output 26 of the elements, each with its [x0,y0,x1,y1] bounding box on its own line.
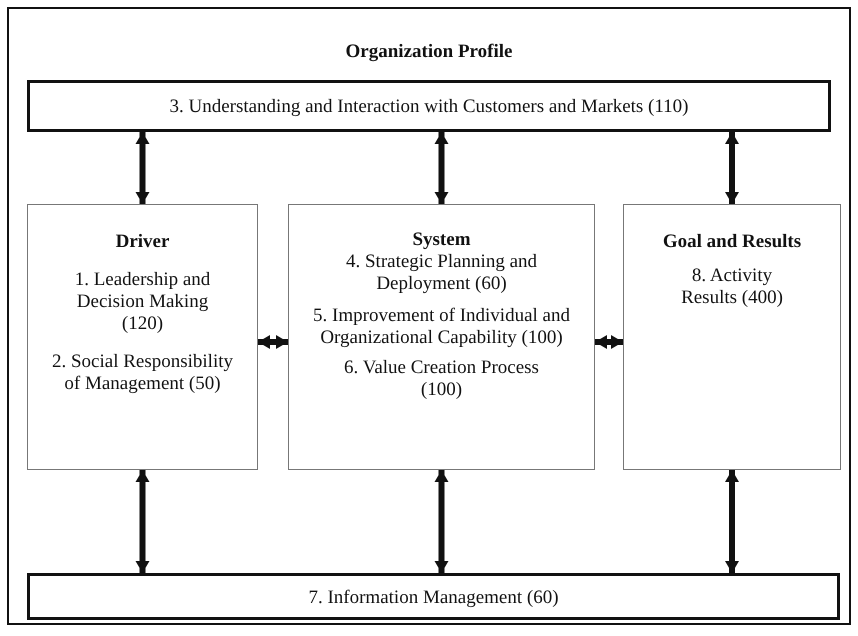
title: Organization Profile [344,41,514,63]
double-arrow [725,132,739,204]
process-box [27,573,840,620]
box-heading: Goal and Results [662,231,802,253]
category-box [623,204,841,470]
box-label: 1. Leadership and Decision Making (120) [74,269,212,335]
double-arrow [725,470,739,573]
frame-box [7,7,851,625]
double-arrow [434,470,448,573]
double-arrow [136,470,150,573]
box-heading: Driver [114,231,170,253]
box-label: 3. Understanding and Interaction with Customers and Markets (110) [168,96,690,118]
double-arrow [595,335,623,349]
box-label: 4. Strategic Planning and Deployment (60) [344,251,538,295]
double-arrow [434,132,448,204]
box-label: 2. Social Responsibility of Management (50) [50,351,234,395]
box-label: 8. Activity Results (400) [680,265,784,309]
double-arrow [136,132,150,204]
box-heading: System [411,229,472,251]
double-arrow [258,335,288,349]
category-box [27,204,258,470]
process-box [27,80,831,132]
box-label: 6. Value Creation Process (100) [343,357,540,401]
category-box [288,204,595,470]
box-label: 7. Information Management (60) [307,587,560,609]
box-label: 5. Improvement of Individual and Organizational Capability (100) [312,305,571,349]
